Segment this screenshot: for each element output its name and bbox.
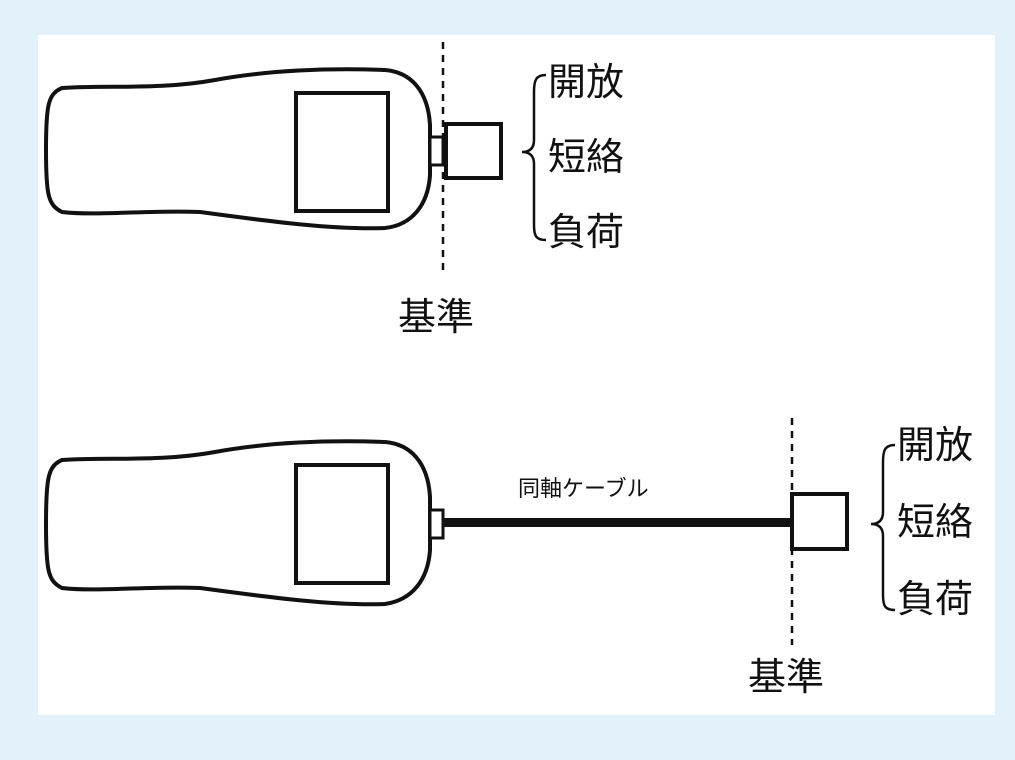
bottom-connector bbox=[428, 508, 445, 540]
top-option-open: 開放 bbox=[548, 60, 624, 104]
top-options-brace bbox=[521, 73, 547, 242]
coaxial-cable-label: 同軸ケーブル bbox=[518, 477, 649, 502]
bottom-option-short: 短絡 bbox=[897, 500, 973, 544]
top-arrangement: 開放 短絡 負荷 基準 bbox=[43, 42, 624, 339]
bottom-option-load: 負荷 bbox=[897, 577, 973, 621]
top-instrument-screen bbox=[294, 91, 390, 213]
bottom-options-brace bbox=[870, 443, 896, 612]
top-option-load: 負荷 bbox=[548, 210, 624, 254]
top-connector bbox=[428, 135, 445, 167]
coaxial-cable bbox=[443, 518, 791, 527]
top-standard-block bbox=[444, 122, 503, 180]
top-option-short: 短絡 bbox=[548, 135, 624, 179]
bottom-instrument-screen bbox=[294, 463, 390, 585]
bottom-arrangement: 同軸ケーブル 開放 短絡 負荷 基準 bbox=[43, 418, 973, 699]
bottom-standard-block bbox=[790, 492, 849, 551]
bottom-option-open: 開放 bbox=[897, 423, 973, 467]
top-reference-label: 基準 bbox=[398, 295, 474, 339]
bottom-reference-label: 基準 bbox=[748, 655, 824, 699]
